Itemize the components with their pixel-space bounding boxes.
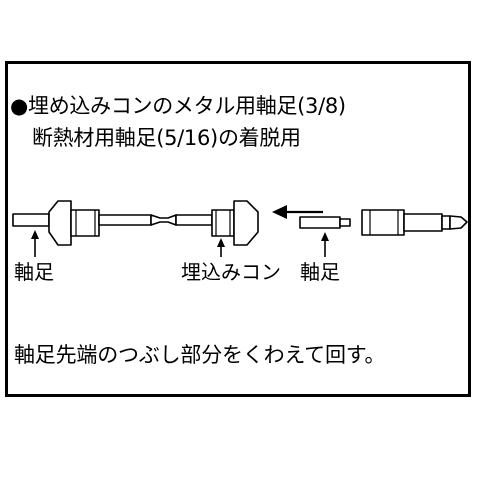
label-embedded-cone: 埋込みコン: [181, 260, 281, 284]
rod-neck: [150, 214, 177, 226]
left-shaft: [12, 213, 50, 227]
middle-hub: [211, 209, 235, 237]
middle-cone: [233, 200, 259, 246]
socket-bit: [361, 209, 405, 236]
left-cone: [48, 200, 72, 246]
insert-direction-arrow: [272, 205, 323, 219]
diagram-frame: [5, 61, 471, 397]
label-right-shaft: 軸足: [300, 260, 340, 284]
connecting-rod: [98, 214, 152, 226]
bit-hex-tip: [449, 215, 468, 230]
bit-collar: [441, 215, 451, 230]
rod-right-part: [175, 214, 213, 226]
separate-pin: [299, 216, 341, 229]
instruction-text: 軸足先端のつぶし部分をくわえて回す。: [14, 343, 386, 367]
bit-shank: [403, 213, 443, 232]
pin-tip: [339, 218, 351, 227]
title-line-1: ●埋め込みコンのメタル用軸足(3/8): [10, 94, 346, 118]
title-line-2: 断熱材用軸足(5/16)の着脱用: [32, 126, 301, 150]
label-left-shaft: 軸足: [14, 260, 54, 284]
